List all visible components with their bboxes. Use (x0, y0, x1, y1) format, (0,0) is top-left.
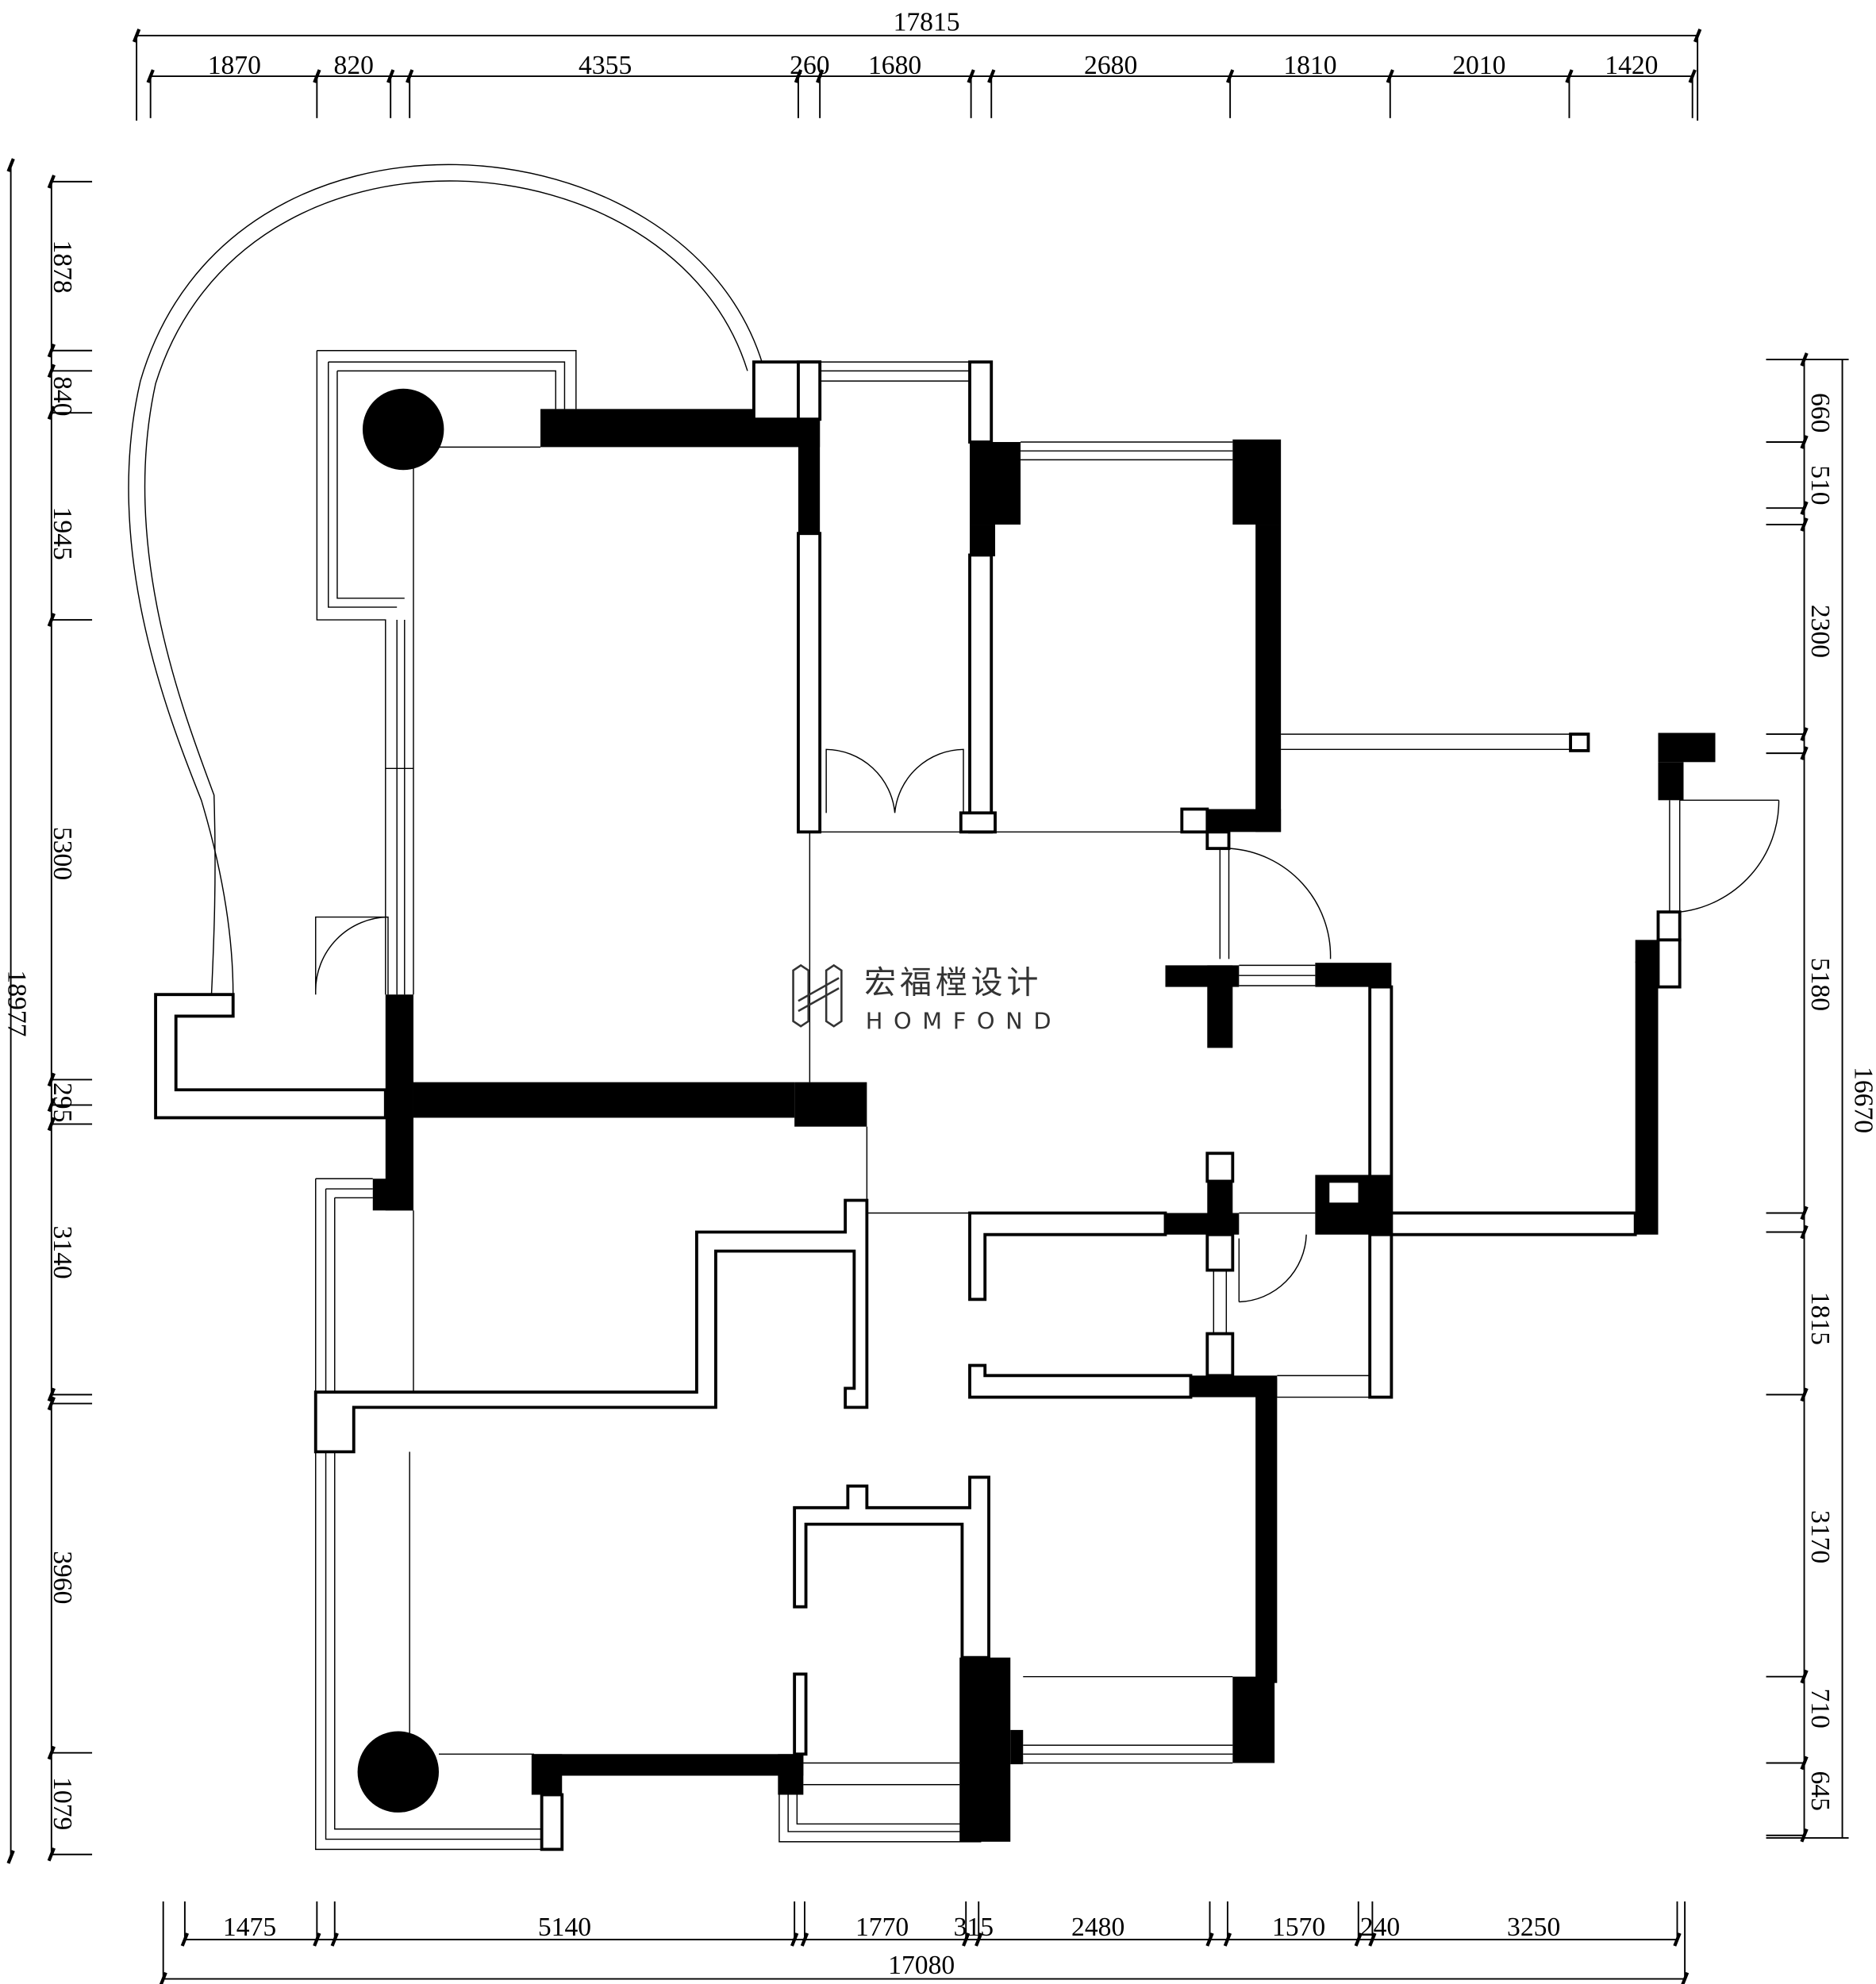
dimension-tick (6, 158, 15, 172)
door-swing (1679, 799, 1780, 913)
dimension-tick (132, 29, 141, 43)
door-swing (1219, 848, 1332, 959)
dim-bottom-segment: 315 (954, 1913, 994, 1942)
dimension-tick (47, 363, 56, 379)
dim-bottom-segment: 5140 (538, 1913, 591, 1942)
door-swing (1238, 1234, 1307, 1303)
dimension-tick (330, 1932, 339, 1947)
bottom-dimensions: 17080 1475 5140 1770 315 2480 1570 240 3… (159, 1901, 1690, 1984)
dim-left-segment: 1878 (48, 240, 77, 293)
dim-bottom-segment: 1475 (223, 1913, 276, 1942)
dimension-tick (47, 613, 56, 627)
dim-bottom-total: 17080 (888, 1951, 955, 1980)
dimension-tick (180, 1932, 190, 1947)
dimension-tick (6, 1850, 15, 1864)
dim-top-segment: 2010 (1452, 51, 1505, 80)
dim-right-segment: 660 (1805, 393, 1835, 433)
dim-right-segment: 710 (1805, 1688, 1835, 1728)
dimension-tick (1681, 1971, 1690, 1984)
dimension-tick (47, 343, 56, 358)
right-dimensions: 16670 660 510 2300 5180 1815 3170 710 64… (1766, 352, 1876, 1843)
dimension-tick (47, 1847, 56, 1862)
structural-column (362, 388, 444, 471)
dim-bottom-segment: 1570 (1272, 1913, 1325, 1942)
dimension-tick (47, 1098, 56, 1113)
dimension-tick (47, 1117, 56, 1132)
dim-right-segment: 3170 (1805, 1510, 1835, 1563)
dim-top-segment: 1420 (1605, 51, 1658, 80)
dim-right-segment: 510 (1805, 465, 1835, 505)
dim-left-segment: 295 (48, 1082, 77, 1122)
dimension-tick (47, 1072, 56, 1087)
dim-top-segment: 1870 (208, 51, 261, 80)
top-dimensions: 17815 1870 820 4355 260 1680 2680 1810 2… (132, 7, 1702, 121)
dim-right-total: 16670 (1849, 1067, 1876, 1133)
dimension-tick (47, 1745, 56, 1760)
bay-window-top-left (316, 350, 577, 995)
curved-balcony (128, 163, 763, 1120)
h-logo-icon (792, 963, 843, 1028)
dim-left-segment: 5300 (48, 827, 77, 880)
dim-top-segment: 820 (334, 51, 374, 80)
dim-top-segment: 4355 (579, 51, 632, 80)
walls (313, 360, 1716, 1851)
dimension-tick (47, 1387, 56, 1402)
dim-bottom-segment: 1770 (855, 1913, 909, 1942)
dim-top-segment: 1810 (1283, 51, 1336, 80)
doors (315, 748, 1780, 1303)
dimension-tick (1354, 1932, 1363, 1947)
dimension-tick (1368, 1932, 1377, 1947)
left-dimensions: 18977 1878 840 1945 5300 295 3140 3960 1… (2, 158, 93, 1864)
dimension-tick (1205, 1932, 1214, 1947)
dim-bottom-segment: 3250 (1507, 1913, 1560, 1942)
dimension-tick (800, 1932, 809, 1947)
dim-right-segment: 5180 (1805, 958, 1835, 1011)
dim-left-segment: 3960 (48, 1551, 77, 1604)
door-swing (315, 916, 389, 995)
dimension-tick (47, 406, 56, 420)
dim-right-segment: 1815 (1805, 1292, 1835, 1345)
dim-left-segment: 1945 (48, 507, 77, 560)
dim-left-segment: 1079 (48, 1777, 77, 1830)
dim-right-segment: 645 (1805, 1771, 1835, 1811)
dim-left-segment: 840 (48, 376, 77, 416)
dimension-tick (1223, 1932, 1232, 1947)
dim-top-segment: 2680 (1084, 51, 1137, 80)
structural-column (357, 1731, 439, 1813)
dimension-tick (313, 1932, 321, 1947)
door-swing (825, 748, 964, 813)
dim-left-segment: 3140 (48, 1225, 77, 1278)
logo-english-text: HOMFOND (866, 1007, 1062, 1034)
homfond-logo: 宏福樘设计 HOMFOND (792, 963, 1062, 1034)
dim-bottom-segment: 2480 (1071, 1913, 1124, 1942)
dimension-tick (962, 1932, 971, 1947)
dimension-tick (1673, 1932, 1682, 1947)
dimension-tick (975, 1932, 983, 1947)
dim-top-total: 17815 (894, 7, 960, 37)
dimension-tick (47, 175, 56, 189)
dim-bottom-segment: 240 (1360, 1913, 1400, 1942)
dim-right-segment: 2300 (1805, 605, 1835, 658)
dimension-tick (159, 1971, 167, 1984)
dim-top-segment: 1680 (868, 51, 921, 80)
dimension-tick (47, 1396, 56, 1411)
logo-chinese-text: 宏福樘设计 (864, 965, 1042, 1002)
dim-top-segment: 260 (790, 51, 829, 80)
dim-left-total: 18977 (2, 970, 31, 1036)
dimension-tick (1693, 29, 1702, 43)
dimension-tick (790, 1932, 799, 1947)
